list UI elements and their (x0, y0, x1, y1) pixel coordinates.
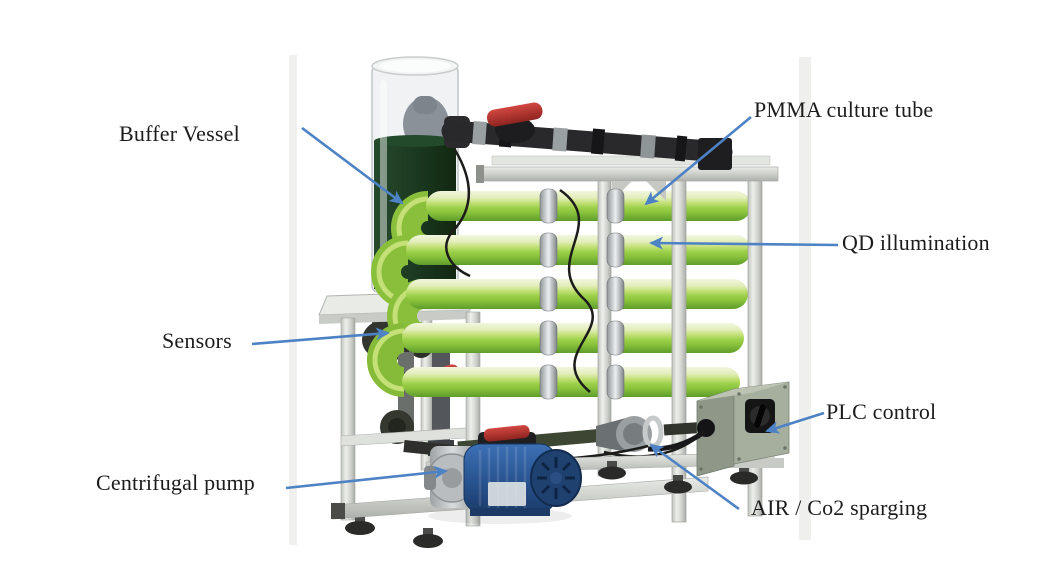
rack-feet (598, 461, 758, 494)
label-centrifugal-pump: Centrifugal pump (96, 470, 256, 495)
table-feet (345, 516, 443, 548)
label-plc-control: PLC control (826, 399, 937, 424)
arrow-pmma-culture-tube (644, 115, 752, 206)
annotation-arrows (251, 115, 839, 511)
plc-control-box (647, 381, 790, 477)
label-sensors: Sensors (162, 328, 232, 353)
feed-valve (486, 102, 543, 127)
arrow-qd-illumination (649, 236, 839, 250)
label-buffer-vessel: Buffer Vessel (119, 121, 240, 146)
label-qd-illumination: QD illumination (842, 230, 990, 255)
arrow-plc-control (765, 411, 825, 434)
arrow-air-co2-sparging (649, 443, 740, 511)
label-air-co2-sparging: AIR / Co2 sparging (751, 495, 928, 520)
control-knob (745, 399, 775, 433)
arrow-sensors (251, 327, 390, 346)
feed-pipe (441, 102, 733, 170)
arrow-centrifugal-pump (285, 465, 448, 490)
tube-clamp-rings (539, 188, 625, 400)
label-pmma-culture-tube: PMMA culture tube (754, 97, 934, 122)
sparging-coupling (596, 415, 664, 452)
arrow-buffer-vessel (301, 126, 404, 205)
